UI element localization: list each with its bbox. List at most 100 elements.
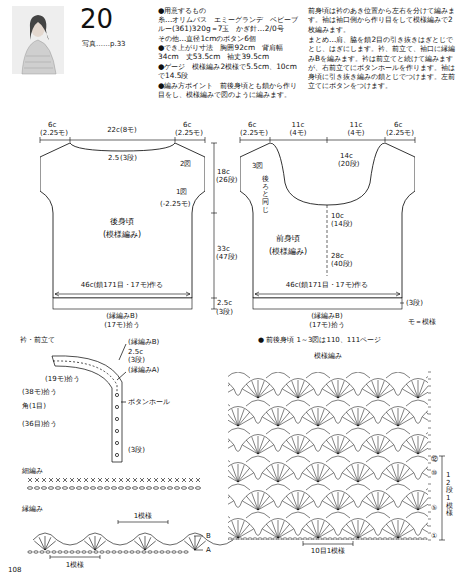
chain-loop (274, 445, 282, 452)
row-tick (428, 421, 431, 422)
chain-stitch (353, 538, 357, 540)
fan-edge (302, 519, 334, 530)
dc-stitch (338, 445, 354, 454)
fan-edge (282, 491, 314, 502)
chain-loop (426, 484, 428, 490)
fan-edge (282, 435, 314, 446)
dc-stitch (382, 529, 398, 538)
dc-stitch (398, 468, 410, 482)
dimension-label: 11c (350, 121, 363, 129)
chain-stitch (76, 551, 80, 553)
chain-stitch (104, 487, 109, 490)
dc-stitch (372, 493, 378, 510)
dc-stitch (246, 440, 258, 454)
dc-stitch (278, 520, 279, 538)
dc-stitch (228, 384, 230, 398)
fan-edge (342, 463, 374, 474)
chain-loop (254, 473, 262, 480)
chain-loop (366, 512, 390, 518)
dc-stitch (282, 389, 298, 398)
dimension-label: 1模様 (66, 561, 84, 569)
sc-stitch (196, 478, 200, 482)
dc-stitch (262, 473, 278, 482)
chain-loop (246, 456, 270, 462)
fan-edge (262, 463, 294, 474)
dc-stitch (298, 501, 314, 510)
dc-stitch (238, 464, 239, 482)
dc-stitch (298, 493, 304, 510)
fan-edge (262, 519, 294, 530)
chain-stitch (308, 538, 312, 540)
fan-edge (302, 407, 334, 418)
dc-stitch (338, 493, 344, 510)
dc-stitch (372, 437, 378, 454)
dc-stitch (332, 437, 338, 454)
stitch-chart (228, 372, 428, 540)
chain-stitch (83, 487, 88, 490)
dimension-label: 14c (340, 152, 353, 160)
dimension-label: 10目1模様 (311, 547, 345, 555)
chain-loop (266, 428, 290, 434)
dc-stitch (406, 384, 418, 398)
dc-stitch (298, 440, 310, 454)
dimension-lines (40, 137, 415, 309)
dc-stitch (286, 440, 298, 454)
fan-edge (228, 379, 234, 390)
dc-stitch (278, 464, 279, 482)
single-crochet-row (27, 478, 200, 489)
chain-stitch (318, 538, 322, 540)
dc-stitch (402, 389, 418, 398)
dc-stitch (95, 536, 96, 550)
dc-stitch (378, 492, 379, 510)
dc-stitch (302, 417, 318, 426)
dimension-label: 28c (331, 252, 344, 260)
dc-stitch (246, 496, 258, 510)
dimension-label: (縁編みB) (106, 312, 137, 320)
dimension-label: (3段) (406, 299, 423, 307)
dc-stitch (332, 493, 338, 510)
dimension-label: 10c (331, 212, 344, 220)
dc-stitch (278, 408, 279, 426)
chain-stitch (167, 487, 172, 490)
dc-stitch (346, 524, 358, 538)
dimension-label: 2.5 (108, 154, 119, 162)
dc-stitch (278, 412, 290, 426)
chain-stitch (328, 538, 332, 540)
dc-stitch (292, 493, 298, 510)
dc-stitch (228, 417, 238, 426)
chain-stitch (278, 538, 282, 540)
sc-stitch (105, 478, 109, 482)
fan-edge (242, 435, 274, 446)
dc-stitch (382, 417, 398, 426)
dc-stitch (398, 473, 414, 482)
sc-stitch (182, 478, 186, 482)
chain-loop (228, 512, 230, 518)
chain-stitch (139, 487, 144, 490)
chain-stitch (124, 551, 128, 553)
dc-stitch (228, 524, 238, 538)
row-tick (428, 491, 431, 492)
dc-stitch (238, 468, 250, 482)
dimension-label: (-2.25モ) (160, 200, 191, 208)
fan-edge (322, 379, 354, 390)
dimension-label: (36目)拾う (22, 420, 57, 428)
dc-stitch (242, 501, 258, 510)
dc-stitch (45, 537, 51, 550)
dc-stitch (358, 408, 359, 426)
row-tick (428, 505, 431, 506)
dc-stitch (378, 389, 394, 398)
chain-loop (414, 529, 422, 536)
chain-stitch (41, 487, 46, 490)
dc-stitch (318, 520, 319, 538)
dc-stitch (95, 537, 101, 550)
chain-loop (374, 529, 382, 536)
dc-stitch (338, 381, 344, 398)
dc-stitch (242, 389, 258, 398)
dc-stitch (392, 465, 398, 482)
dc-stitch (378, 445, 394, 454)
chain-stitch (233, 538, 237, 540)
dimension-label: (3段) (216, 308, 233, 316)
stitch-name: (模様編み) (269, 248, 307, 257)
dc-stitch (326, 496, 338, 510)
dc-stitch (412, 437, 418, 454)
